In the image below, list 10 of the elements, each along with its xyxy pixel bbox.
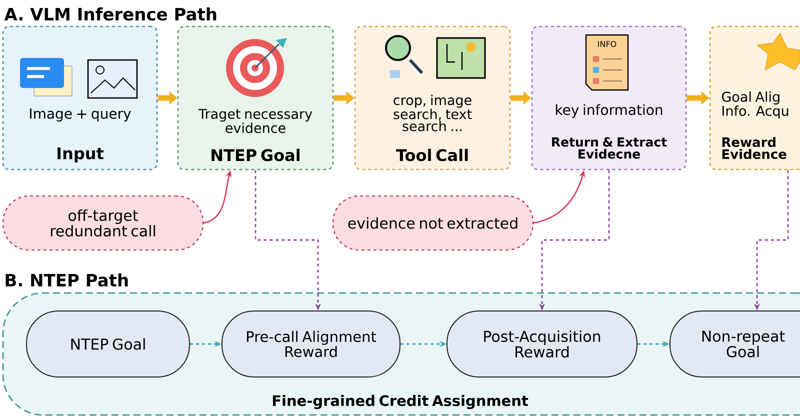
section-title: A. VLM Inference Path xyxy=(4,7,216,21)
step-pill: Post-Acquisition Reward xyxy=(446,310,638,378)
step-pill: NTEP Goal xyxy=(26,310,190,378)
section-title: B. NTEP Path xyxy=(6,273,128,287)
step-pill: Pre-call Alignment Reward xyxy=(222,310,400,378)
icon-label: INFO xyxy=(598,40,616,48)
step-pill: Non-repeat Goal xyxy=(670,310,800,378)
error-pill: off-target redundant call xyxy=(2,195,204,251)
error-pill: evidence not extracted xyxy=(332,195,534,251)
process-box: Goal Alig Info. Acqu Reward Evidence xyxy=(709,26,800,170)
